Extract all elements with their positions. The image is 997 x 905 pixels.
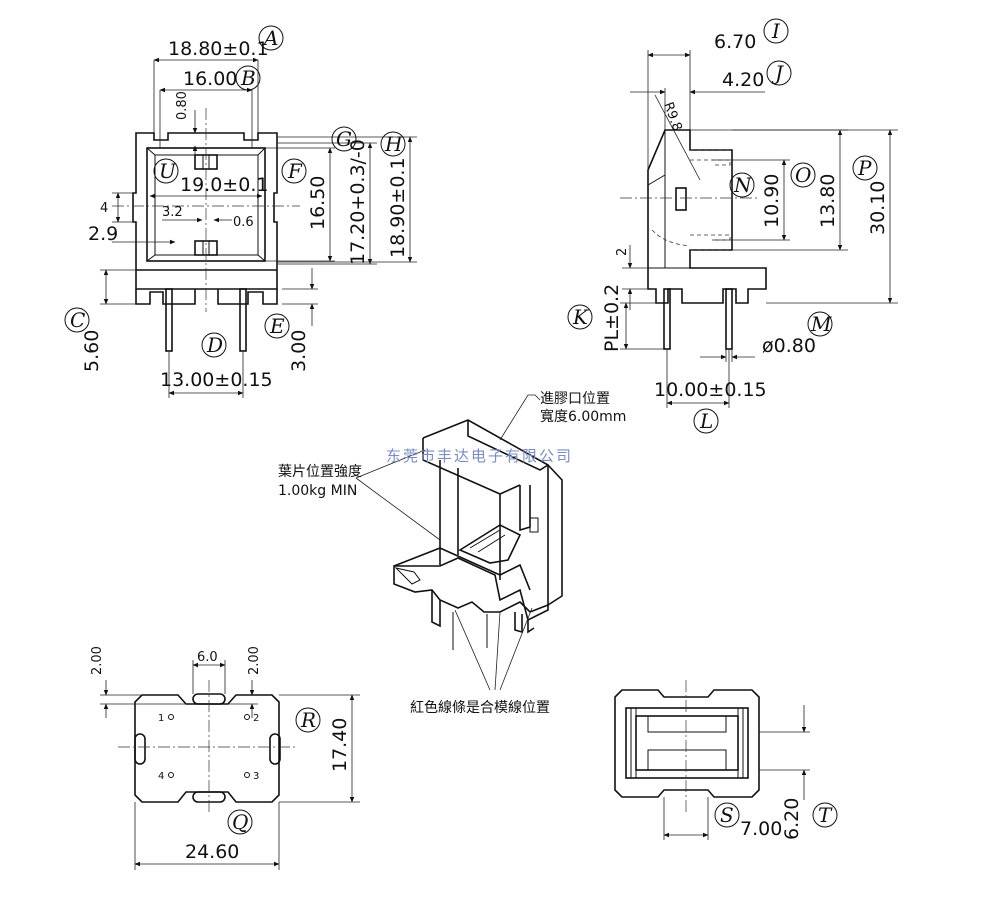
dim-slot-depth: 0.80	[175, 91, 190, 120]
callouts: A B G H F U C D E I J N O P K M L R Q	[64, 18, 878, 835]
dim-bottom-t1: 2.00	[90, 646, 105, 675]
dim-a-width: 18.80±0.1	[168, 38, 269, 60]
dim-bottom-t2: 2.00	[247, 646, 262, 675]
note-gate-line1: 進膠口位置	[540, 391, 610, 407]
callout-b: B	[240, 66, 256, 90]
dim-e-height: 3.00	[288, 330, 310, 372]
callout-q: Q	[232, 810, 248, 834]
note-blade-line1: 葉片位置強度	[278, 464, 362, 480]
callout-e: E	[269, 314, 285, 338]
callout-i: I	[771, 19, 781, 43]
isometric-view	[393, 419, 563, 650]
callout-n: N	[733, 173, 753, 197]
dim-d-pitch: 13.00±0.15	[160, 369, 273, 391]
callout-u: U	[159, 159, 177, 183]
callout-j: J	[771, 61, 784, 85]
pin-4: 4	[158, 771, 164, 782]
bottom-view	[100, 660, 360, 870]
dim-j-width: 4.20	[722, 69, 764, 91]
dim-h-height: 18.90±0.1	[387, 157, 409, 258]
callout-k: K	[572, 305, 589, 329]
dim-bottom-slot: 6.0	[197, 650, 218, 665]
callout-g: G	[336, 127, 352, 151]
callout-p: P	[857, 156, 872, 180]
callout-l: L	[699, 409, 713, 433]
callout-r: R	[300, 708, 316, 732]
dim-q-width: 24.60	[185, 841, 239, 863]
dim-f-height: 16.50	[307, 176, 329, 230]
callout-f: F	[287, 159, 303, 183]
end-view	[614, 680, 810, 840]
watermark: 东莞市丰达电子有限公司	[386, 447, 573, 465]
dim-h4: 4	[100, 201, 108, 216]
dim-t-height: 6.20	[781, 798, 803, 840]
callout-a: A	[262, 26, 278, 50]
callout-c: C	[70, 308, 85, 332]
dim-b-width: 16.00	[183, 68, 237, 90]
note-blade-line2: 1.00kg MIN	[278, 483, 357, 499]
dim-c-height: 5.60	[81, 330, 103, 372]
dim-p-height: 30.10	[867, 181, 889, 235]
pin-3: 3	[253, 771, 259, 782]
dim-g-height: 17.20+0.3/-0	[347, 139, 369, 265]
dim-k-step: 2	[615, 248, 630, 256]
callout-d: D	[206, 333, 223, 357]
front-view	[100, 57, 417, 398]
callout-m: M	[810, 312, 832, 336]
dim-l-pitch: 10.00±0.15	[654, 379, 767, 401]
dim-slot-32: 3.2	[162, 205, 183, 220]
dim-n-height: 10.90	[761, 174, 783, 228]
dim-u-width: 19.0±0.1	[180, 174, 268, 196]
dim-radius: R9.8	[660, 100, 684, 133]
dim-pl: PL±0.2	[601, 284, 623, 352]
dim-h29: 2.9	[88, 223, 118, 245]
pin-1: 1	[158, 713, 164, 724]
dim-slot-06: 0.6	[233, 215, 254, 230]
dim-i-width: 6.70	[714, 31, 756, 53]
callout-s: S	[720, 803, 734, 827]
dim-s-width: 7.00	[740, 818, 782, 840]
note-parting: 紅色線條是合模線位置	[410, 699, 550, 716]
side-view	[620, 50, 898, 408]
pin-2: 2	[253, 713, 259, 724]
dim-m-pin: ø0.80	[762, 335, 816, 357]
callout-o: O	[795, 163, 811, 187]
note-gate-line2: 寬度6.00mm	[540, 408, 626, 425]
callout-t: T	[818, 803, 833, 827]
callout-h: H	[384, 132, 403, 156]
dim-r-height: 17.40	[329, 718, 351, 772]
dim-o-height: 13.80	[817, 174, 839, 228]
